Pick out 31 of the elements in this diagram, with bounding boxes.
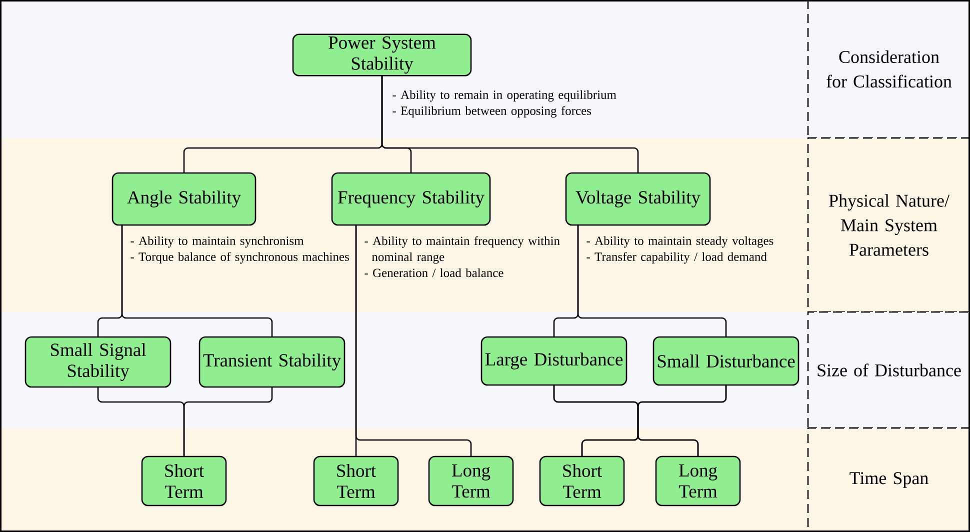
stability-box: Transient Stability	[198, 336, 346, 388]
connector-line	[637, 385, 727, 456]
stability-box: Angle Stability	[112, 172, 256, 226]
bullet-text: - Ability to remain in operating equilibrium	[392, 90, 616, 102]
stability-box: Frequency Stability	[331, 172, 491, 226]
bullet-text: - Ability to maintain steady voltages	[586, 236, 774, 248]
connector-line	[183, 387, 273, 456]
bullet-text: - Torque balance of synchronous machines	[130, 252, 349, 264]
stability-box: Long Term	[428, 456, 514, 506]
bullet-text: - Generation / load balance	[364, 268, 504, 278]
stability-box: Small Disturbance	[652, 336, 800, 386]
category-cell: Physical Nature/ Main System Parameters	[807, 137, 970, 313]
connector-line	[355, 225, 472, 456]
stability-box: Long Term	[655, 456, 741, 506]
category-cell: Consideration for Classification	[807, 0, 970, 139]
bullet-text: - Ability to maintain synchronism	[130, 236, 304, 248]
connector-line	[381, 75, 639, 173]
bullet-text: - Equilibrium between opposing forces	[392, 106, 592, 118]
category-cell: Size of Disturbance	[807, 311, 970, 429]
bullet-text: - Transfer capability / load demand	[586, 252, 767, 264]
stability-box: Power System Stability	[292, 34, 472, 76]
stability-box: Large Disturbance	[480, 336, 628, 386]
connector-line	[121, 225, 273, 337]
stability-box: Short Term	[539, 456, 625, 506]
stability-box: Voltage Stability	[565, 172, 711, 226]
stability-box: Short Term	[313, 456, 399, 506]
stability-box: Short Term	[141, 456, 227, 506]
bullet-text: - Ability to maintain frequency within nominal range	[364, 236, 560, 264]
stability-box: Small Signal Stability	[24, 336, 172, 388]
category-cell: Time Span	[807, 427, 970, 532]
connector-line	[577, 225, 727, 337]
